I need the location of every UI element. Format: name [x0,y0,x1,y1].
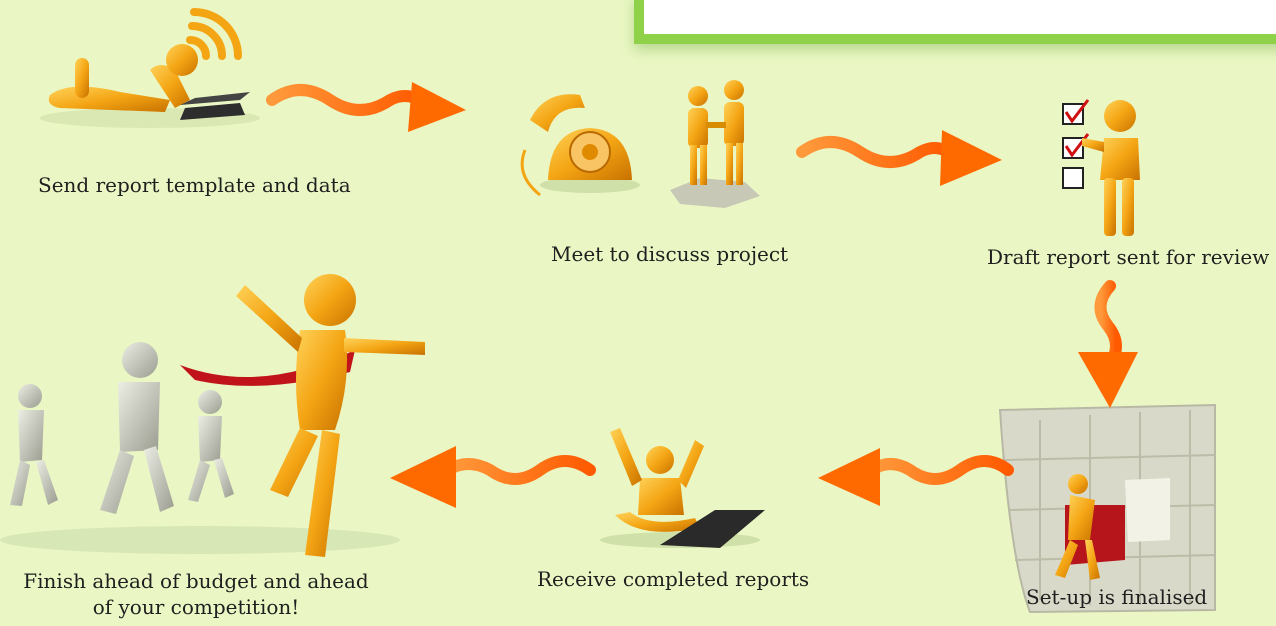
arrow-step1-to-step2 [266,82,466,132]
step-label-meet: Meet to discuss project [551,242,789,266]
step-label-finish-line2: of your competition! [92,595,300,619]
top-panel [634,0,1276,44]
arrow-step5-to-step6 [390,446,596,508]
arrow-step3-to-step4 [1078,280,1138,408]
step-label-setup: Set-up is finalised [1026,585,1208,609]
celebrate-person-icon [600,428,765,548]
step-label-finish: Finish ahead of budget and ahead of your… [14,568,378,620]
arrow-step4-to-step5 [818,448,1014,506]
laptop-person-icon [40,44,260,128]
step-label-receive: Receive completed reports [537,567,810,591]
step-label-draft: Draft report sent for review [987,245,1270,269]
wifi-icon [186,8,242,60]
arrow-step2-to-step3 [796,130,1002,186]
step-label-finish-line1: Finish ahead of budget and ahead [23,569,369,593]
checklist-icon [1062,99,1140,236]
runners-icon [0,274,425,557]
handshake-icon [670,80,760,208]
step-label-send: Send report template and data [38,173,351,197]
telephone-icon [520,94,640,197]
puzzle-icon [998,403,1216,614]
